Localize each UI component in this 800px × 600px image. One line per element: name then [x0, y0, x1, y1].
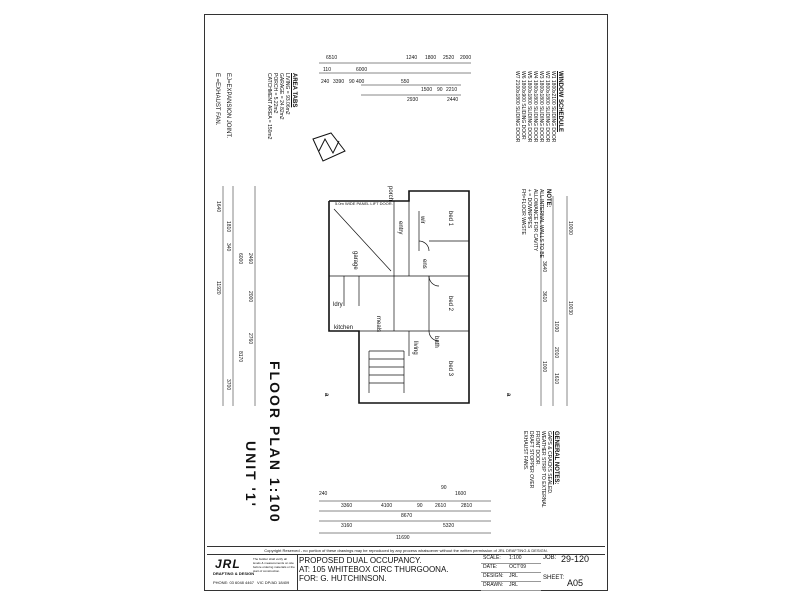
- dim-top: 90: [437, 87, 443, 93]
- dim-bottom: 90: [441, 485, 447, 491]
- meta-date: DATE: OCT'09: [481, 563, 541, 573]
- dim-left: 2460: [247, 253, 253, 265]
- dim-left: 340: [225, 243, 231, 252]
- dim-top: 6000: [356, 67, 368, 73]
- dim-left: 1810: [225, 221, 231, 233]
- dim-bottom: 90: [417, 503, 423, 509]
- dim-top: 2000: [460, 55, 472, 61]
- meta-value: JRL: [509, 573, 518, 579]
- dim-top: 2520: [443, 55, 455, 61]
- sheet-number: A05: [567, 578, 584, 588]
- room-label-living: living: [412, 341, 418, 355]
- company-logo-box: JRL DRAFTING & DESIGN PHONE: 03 6048 446…: [207, 554, 298, 591]
- room-label-wir: wir: [419, 215, 425, 224]
- builder-disclaimer: The builder shall verify all levels & me…: [253, 557, 295, 573]
- room-label-bed2: bed 2: [447, 296, 453, 312]
- room-label-bath: bath: [433, 336, 439, 348]
- meta-key: SCALE:: [483, 555, 501, 561]
- dim-right: 3610: [541, 291, 547, 303]
- company-phone: PHONE: 03 6048 4467: [213, 580, 254, 585]
- dim-top: 400: [356, 79, 365, 85]
- room-label-garage: garage: [352, 251, 358, 270]
- room-label-entry: entry: [397, 221, 403, 234]
- dim-top: 110: [323, 67, 331, 73]
- dim-left: 6000: [237, 253, 243, 265]
- dim-top: 2440: [447, 97, 459, 103]
- dim-top: 3390: [333, 79, 345, 85]
- dim-bottom: 4100: [381, 503, 393, 509]
- dim-bottom: 240: [319, 491, 328, 497]
- meta-scale: SCALE: 1:100: [481, 554, 541, 564]
- dim-top: 90: [349, 79, 355, 85]
- drawing-area: FLOOR PLAN 1:100 UNIT '1' AREA TABS LIVI…: [211, 21, 601, 544]
- job-number: 29-120: [561, 554, 590, 564]
- dim-bottom: 5320: [443, 523, 455, 529]
- dim-top: 2210: [446, 87, 458, 93]
- room-label-porch: porch: [387, 186, 393, 201]
- dim-left: 11920: [215, 281, 221, 295]
- meta-design: DESIGN: JRL: [481, 572, 541, 582]
- dim-left: 2000: [247, 291, 253, 303]
- dimension-lines: [222, 62, 568, 534]
- meta-key: DESIGN:: [483, 573, 504, 579]
- dim-left: 8170: [237, 351, 243, 363]
- meta-key: DRAWN:: [483, 582, 504, 588]
- project-line: PROPOSED DUAL OCCUPANCY.: [299, 556, 422, 565]
- dim-left: 2760: [247, 333, 253, 345]
- company-subtitle: DRAFTING & DESIGN: [213, 571, 255, 576]
- registration-number: VIC DP/AD 18409: [257, 580, 290, 585]
- dim-top: 550: [401, 79, 410, 85]
- room-label-bed3: bed 3: [447, 361, 453, 377]
- dim-top: 1800: [425, 55, 437, 61]
- dim-top: 2930: [407, 97, 419, 103]
- room-label-kitchen: kitchen: [334, 325, 353, 331]
- project-line: FOR: G. HUTCHINSON.: [299, 574, 387, 583]
- company-logo: JRL: [215, 557, 241, 571]
- meta-value: 1:100: [509, 555, 522, 561]
- title-block: Copyright Reserved - no portion of these…: [207, 546, 605, 591]
- dim-bottom: 2810: [461, 503, 473, 509]
- room-label-bed1: bed 1: [447, 211, 453, 227]
- meta-value: JRL: [509, 582, 518, 588]
- dim-top: 6510: [326, 55, 338, 61]
- project-line: AT: 105 WHITEBOX CIRC THURGOONA.: [299, 565, 449, 574]
- dim-right: 2010: [553, 347, 559, 359]
- garage-door-label: 5.0m WIDE PANEL LIFT DOOR.: [335, 201, 393, 206]
- dim-top: 1500: [421, 87, 433, 93]
- room-label-ldry: ldry: [333, 302, 343, 308]
- dim-right: 1610: [553, 373, 559, 385]
- copyright-notice: Copyright Reserved - no portion of these…: [207, 547, 605, 555]
- sheet-label: SHEET:: [543, 575, 565, 581]
- dim-top: 240: [321, 79, 330, 85]
- dim-right: 1000: [541, 361, 547, 373]
- drawing-sheet: FLOOR PLAN 1:100 UNIT '1' AREA TABS LIVI…: [204, 14, 608, 591]
- dim-bottom: 3360: [341, 503, 353, 509]
- room-label-meals: meals: [375, 316, 381, 332]
- dim-right: 10000: [567, 221, 573, 235]
- room-label-ens: ens: [421, 259, 427, 269]
- dim-right: 3640: [541, 261, 547, 273]
- floor-plan-drawing: garage bed 1 bed 2 bed 3 kitchen meals l…: [328, 186, 470, 404]
- dim-bottom: 11690: [396, 535, 410, 541]
- dim-top: 1240: [406, 55, 418, 61]
- meta-key: DATE:: [483, 564, 498, 570]
- dim-right: 10030: [567, 301, 573, 315]
- meta-value: OCT'09: [509, 564, 527, 570]
- meta-drawn: DRAWN: JRL: [481, 581, 541, 591]
- dim-left: 3700: [225, 379, 231, 391]
- dim-bottom: 2610: [435, 503, 447, 509]
- dim-right: 1030: [553, 321, 559, 333]
- dim-bottom: 3160: [341, 523, 353, 529]
- drawing-metadata: SCALE: 1:100 DATE: OCT'09 DESIGN: JRL DR…: [481, 554, 605, 591]
- job-label: JOB:: [543, 555, 557, 561]
- dim-bottom: 1600: [455, 491, 467, 497]
- north-arrow-icon: [312, 132, 346, 162]
- dim-left: 1640: [215, 201, 221, 213]
- dim-bottom: 8670: [401, 513, 413, 519]
- project-description: PROPOSED DUAL OCCUPANCY. AT: 105 WHITEBO…: [299, 556, 479, 583]
